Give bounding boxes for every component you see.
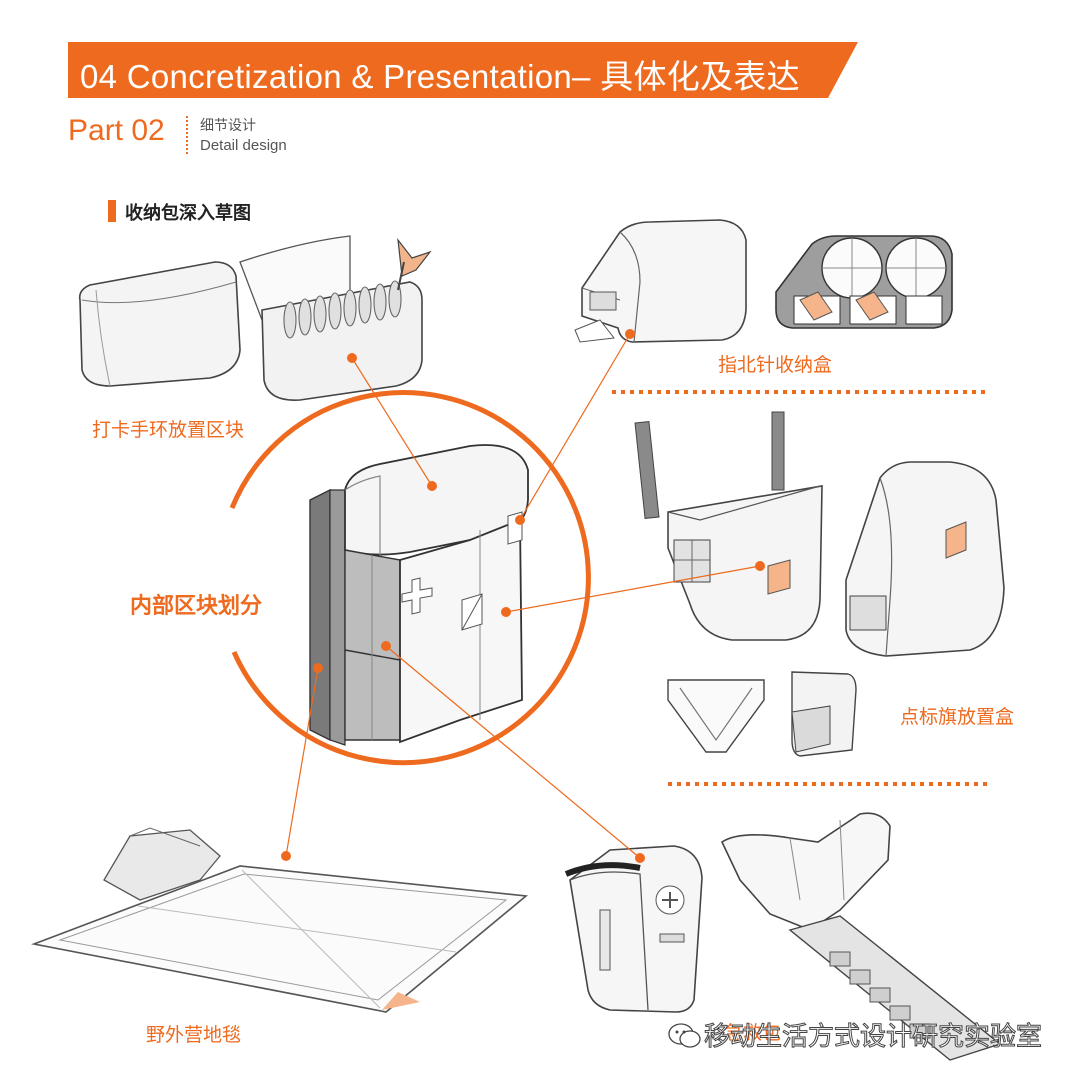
wechat-icon bbox=[668, 1023, 701, 1048]
central-pack-sketch bbox=[309, 444, 529, 746]
open-kit-sketch bbox=[720, 812, 1002, 1061]
label-first-aid-bag: 急救包 bbox=[724, 1022, 782, 1044]
label-wristband-area: 打卡手环放置区块 bbox=[92, 419, 245, 441]
subtitle-cn: 细节设计 bbox=[200, 118, 256, 134]
section-marker bbox=[108, 200, 116, 222]
section-title: 收纳包深入草图 bbox=[125, 203, 251, 224]
watermark-text: 移动生活方式设计研究实验室 bbox=[703, 1022, 1043, 1053]
callout-dots bbox=[281, 329, 765, 863]
first-aid-bag-sketch bbox=[564, 845, 703, 1013]
label-inner-division: 内部区块划分 bbox=[130, 594, 263, 619]
part-number: Part 02 bbox=[68, 114, 165, 147]
part-divider bbox=[186, 116, 188, 154]
label-flag-box: 点标旗放置盒 bbox=[900, 706, 1015, 728]
highlight-circle bbox=[229, 390, 591, 766]
label-compass-box: 指北针收纳盒 bbox=[718, 354, 833, 376]
compass-box-sketch bbox=[574, 219, 747, 343]
compass-box-section-sketch bbox=[775, 235, 953, 329]
callout-lines bbox=[285, 333, 761, 859]
flag-holder-detail-sketch bbox=[667, 671, 857, 757]
title-banner: 04 Concretization & Presentation– 具体化及表达 bbox=[68, 42, 858, 98]
page-title: 04 Concretization & Presentation– 具体化及表达 bbox=[80, 58, 800, 95]
wristband-box-closed-sketch bbox=[78, 261, 241, 387]
label-camp-blanket: 野外营地毯 bbox=[146, 1024, 242, 1046]
subtitle-en: Detail design bbox=[200, 137, 287, 154]
flag-holder-box-sketch bbox=[845, 461, 1005, 657]
banner-shape bbox=[68, 42, 858, 98]
flag-holder-shoulder-sketch bbox=[634, 411, 823, 641]
camp-blanket-sketch bbox=[31, 827, 528, 1013]
wristband-box-open-sketch bbox=[239, 235, 432, 401]
